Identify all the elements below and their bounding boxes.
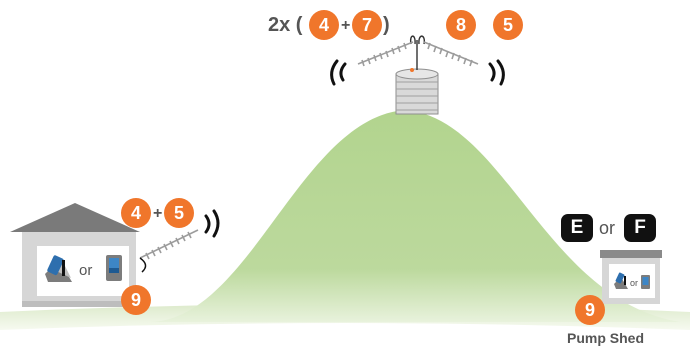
antenna-icon (423, 41, 479, 67)
or-text-small: or (630, 278, 639, 288)
antenna-icon (357, 41, 414, 67)
water-tank-icon (395, 68, 439, 115)
antenna-mast (409, 35, 426, 70)
badge-tower-left-2: 7 (352, 10, 382, 40)
plus-sign: + (153, 205, 163, 222)
badge-house-booster: 9 (121, 285, 151, 315)
house-icon (10, 203, 140, 307)
badge-tower-right-1: 8 (446, 10, 476, 40)
or-text: or (79, 262, 93, 279)
pump-shed-label: Pump Shed (567, 330, 645, 346)
kit-f-key: F (624, 214, 656, 242)
booster-icon (45, 255, 72, 282)
badge-tower-left-1: 4 (309, 10, 339, 40)
badge-shed-booster: 9 (575, 295, 605, 325)
phone-icon (641, 275, 650, 289)
hill (150, 110, 680, 322)
closing-parenthesis: ) (383, 14, 390, 36)
plus-sign: + (341, 17, 351, 34)
or-text: or (599, 218, 616, 238)
badge-house-1: 4 (121, 198, 151, 228)
booster-icon (614, 272, 628, 289)
antenna-multiplier: 2x ( (268, 14, 303, 36)
signal-waves-icon (330, 59, 505, 86)
pump-shed-icon (600, 250, 662, 304)
antenna-icon (139, 229, 199, 260)
badge-tower-right-2: 5 (493, 10, 523, 40)
badge-house-2: 5 (164, 198, 194, 228)
cable (139, 257, 147, 273)
signal-waves-icon (204, 209, 220, 238)
kit-e-key: E (561, 214, 593, 242)
phone-icon (106, 255, 122, 281)
